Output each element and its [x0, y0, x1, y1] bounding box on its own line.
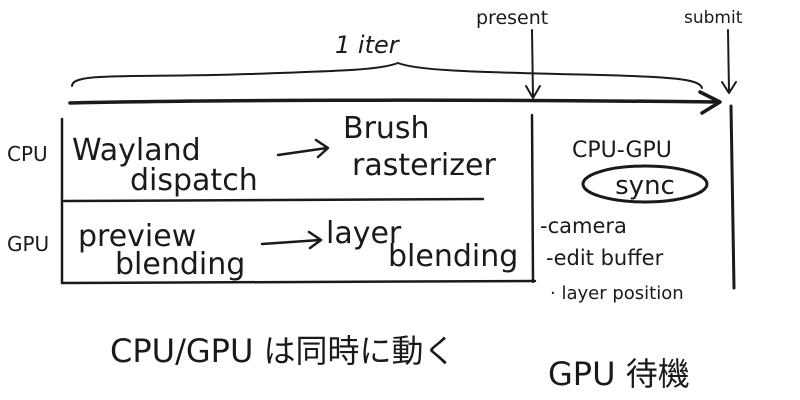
gpu-task-preview-line2: blending [115, 247, 245, 282]
submit-label: submit [684, 8, 743, 28]
lane-divider [62, 197, 485, 203]
cpu-task-brush-line2: rasterizer [352, 148, 496, 183]
sync-item-layer-position: · layer position [550, 283, 684, 304]
sync-item-camera: -camera [540, 214, 627, 238]
parallel-note: CPU/GPU は同時に動く [110, 332, 456, 370]
gpu-task-preview-line1: preview [78, 219, 196, 254]
gpu-task-layer-line2: blending [388, 239, 518, 274]
submit-arrow [721, 29, 737, 94]
gpu-wait-note: GPU 待機 [548, 355, 690, 393]
cpu-task-brush-line1: Brush [343, 111, 430, 146]
sync-item-edit-buffer: -edit buffer [546, 246, 664, 270]
sync-badge-outline [581, 164, 709, 204]
cpu-flow-arrow [276, 138, 330, 159]
lane-box [60, 113, 537, 285]
gpu-flow-arrow [260, 230, 323, 250]
present-arrow [525, 29, 541, 99]
sync-title: CPU-GPU [572, 138, 672, 163]
gpu-row-label: GPU [7, 232, 49, 256]
iter-brace [71, 62, 703, 89]
cpu-task-wayland-line1: Wayland [72, 133, 201, 168]
timeline-arrow [68, 90, 722, 115]
cpu-task-wayland-line2: dispatch [130, 163, 258, 198]
present-label: present [476, 7, 548, 29]
iter-label: 1 iter [335, 31, 401, 59]
submit-vertical-line [729, 104, 736, 290]
gpu-task-layer-line1: layer [326, 216, 402, 251]
sync-badge-text: sync [615, 171, 675, 201]
cpu-row-label: CPU [7, 142, 48, 166]
